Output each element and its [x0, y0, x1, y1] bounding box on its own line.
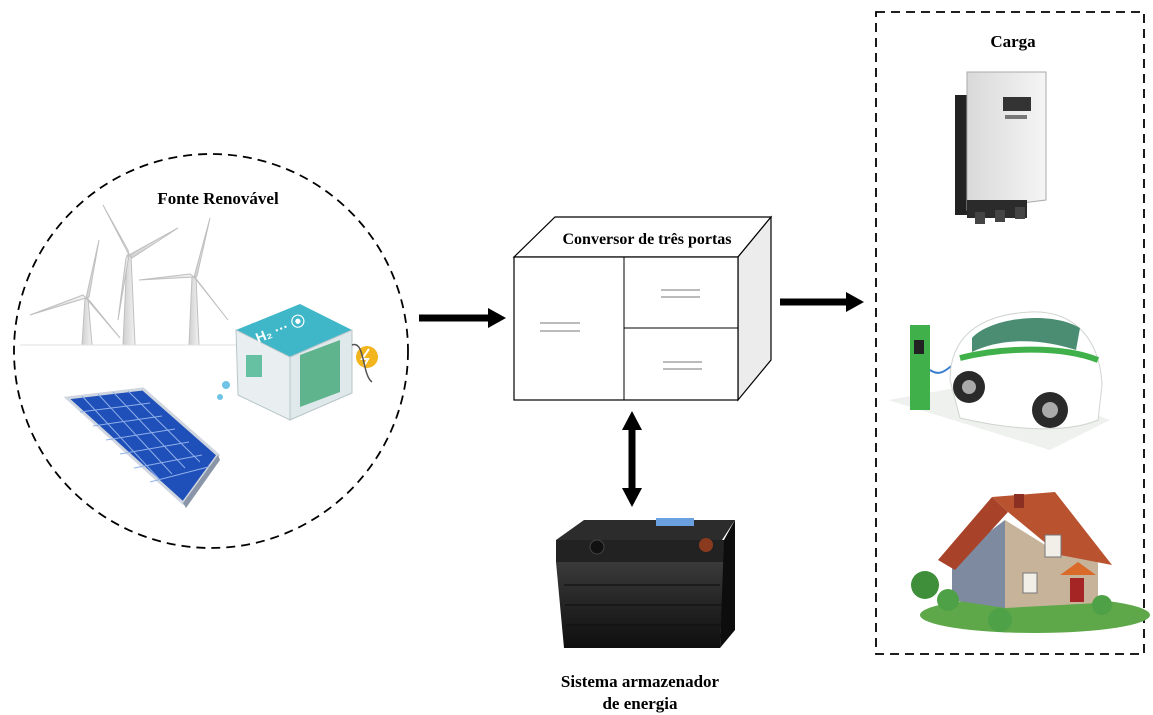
storage-label-line2: de energia — [602, 694, 678, 713]
renewable-source-boundary — [13, 153, 409, 549]
house-icon — [911, 492, 1150, 633]
electric-car-charger-icon — [888, 311, 1110, 450]
solar-panel-icon — [63, 387, 221, 508]
hydrogen-fuel-cell-icon: H₂ ··· ⦿ — [217, 304, 378, 421]
source-to-converter-arrow — [419, 308, 506, 328]
inverter-device-icon — [955, 71, 1047, 224]
renewable-source-label: Fonte Renovável — [157, 189, 279, 208]
converter-box — [512, 215, 773, 402]
converter-to-load-arrow — [780, 292, 864, 312]
wind-turbines-icon — [20, 204, 245, 346]
converter-label: Conversor de três portas — [562, 231, 731, 248]
load-boundary — [875, 11, 1145, 655]
storage-label-line1: Sistema armazenador — [561, 672, 720, 691]
battery-icon — [556, 518, 735, 648]
load-label: Carga — [990, 32, 1036, 51]
converter-battery-arrow — [622, 411, 642, 507]
